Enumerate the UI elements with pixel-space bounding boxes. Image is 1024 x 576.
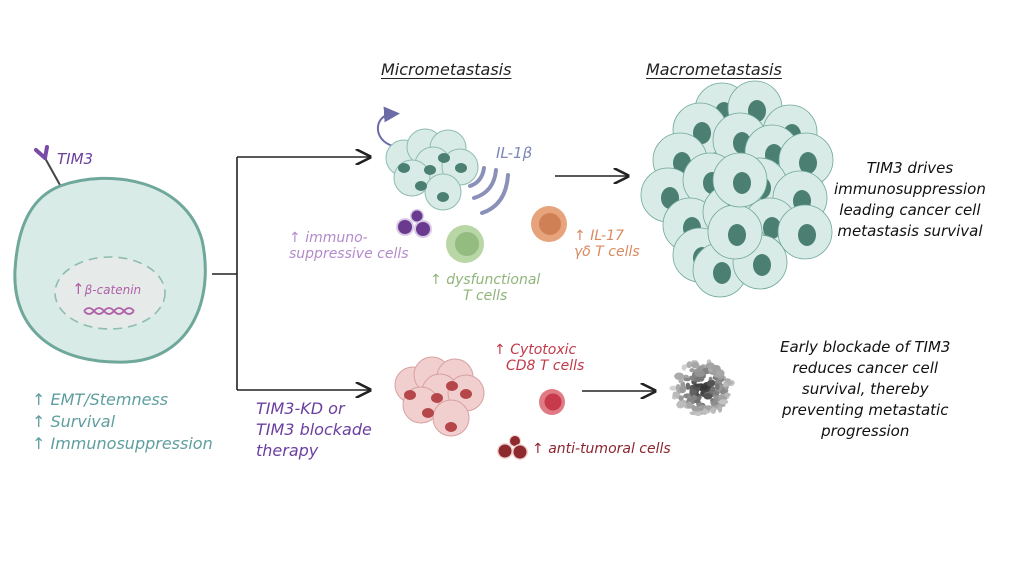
nucleus <box>54 256 166 330</box>
macrometastasis-cluster <box>640 80 834 298</box>
beta-catenin-label: ↑β-catenin <box>72 280 142 298</box>
il17-gd-t-cells-label: ↑ IL-17 γδ T cells <box>574 228 640 261</box>
macro-nucleus <box>733 172 751 194</box>
immunosuppressive-cells-label: ↑ immuno- suppressive cells <box>289 230 409 263</box>
branch-connectors <box>212 157 655 391</box>
macrometastasis-header: Macrometastasis <box>646 60 782 79</box>
macro-nucleus <box>799 152 817 174</box>
debris-particle <box>686 401 693 409</box>
outcome-item: ↑ EMT/Stemness <box>32 390 169 409</box>
debris-particle <box>722 383 729 388</box>
dying-tumor-icon <box>669 359 735 417</box>
debris-particle <box>694 383 702 388</box>
debris-particle <box>669 385 678 391</box>
debris-particle <box>705 362 715 369</box>
outcomes-list: ↑ EMT/Stemness ↑ Survival ↑ Immunosuppre… <box>32 389 213 455</box>
debris-particle <box>706 380 716 387</box>
macro-nucleus <box>763 217 781 239</box>
debris-particle <box>714 374 719 378</box>
cytotoxic-cd8-cell-icon <box>539 389 565 415</box>
treated-tumor-nuclei <box>404 381 472 432</box>
debris-particle <box>709 386 716 392</box>
debris-particle <box>694 371 705 377</box>
debris-particle <box>694 376 703 383</box>
outcome-item: ↑ Immunosuppression <box>32 434 213 453</box>
debris-particle <box>696 396 702 401</box>
immunosuppressive-cells-icon <box>396 209 432 238</box>
dysfunctional-t-cells-label: ↑ dysfunctional T cells <box>430 272 541 305</box>
up-arrow-icon: ↑ <box>72 280 85 298</box>
debris-particle <box>678 395 684 401</box>
debris-particle <box>689 389 697 396</box>
debris-particle <box>698 407 704 411</box>
debris-particle <box>701 384 708 391</box>
tim3-label: TIM3 <box>57 150 94 168</box>
dna-helix-icon <box>83 307 135 315</box>
antitumoral-cells-icon <box>497 435 528 460</box>
debris-particle <box>681 364 687 371</box>
debris-particle <box>715 383 720 391</box>
cytotoxic-cd8-label: ↑ Cytotoxic CD8 T cells <box>494 342 585 375</box>
beta-catenin-text: β-catenin <box>84 283 142 297</box>
debris-particle <box>683 377 691 382</box>
debris-particle <box>692 405 700 412</box>
macro-nucleus <box>693 122 711 144</box>
debris-particle <box>717 405 723 413</box>
macro-nucleus <box>753 254 771 276</box>
debris-particle <box>691 361 700 369</box>
il17-t-cell-icon <box>531 206 567 242</box>
debris-particle <box>710 407 717 414</box>
macro-nucleus <box>798 224 816 246</box>
antitumoral-cells-label: ↑ anti-tumoral cells <box>532 441 671 457</box>
debris-particle <box>703 393 713 400</box>
debris-particle <box>716 369 725 378</box>
debris-particle <box>679 385 687 394</box>
tim3-receptor <box>34 145 61 186</box>
debris-particle <box>672 391 678 397</box>
dysfunctional-t-cell-icon <box>446 225 484 263</box>
debris-particle <box>710 400 719 406</box>
debris-particle <box>723 392 731 397</box>
debris-particle <box>675 384 681 392</box>
debris-particle <box>685 382 691 390</box>
macro-nucleus <box>713 262 731 284</box>
debris-particle <box>686 361 692 369</box>
debris-particle <box>718 399 729 405</box>
debris-particle <box>694 412 702 417</box>
debris-particle <box>706 406 712 411</box>
debris-particle <box>689 368 695 373</box>
micrometastasis-nuclei <box>398 153 467 202</box>
self-renewal-arrow-icon <box>377 106 400 147</box>
debris-particle <box>674 372 684 380</box>
debris-particle <box>724 378 731 382</box>
signal-waves-icon <box>468 166 510 215</box>
debris-particle <box>691 394 698 401</box>
micrometastasis-header: Micrometastasis <box>381 60 512 79</box>
outcome-item: ↑ Survival <box>32 412 116 431</box>
il1b-label: IL-1β <box>496 144 533 162</box>
macro-nucleus <box>728 224 746 246</box>
